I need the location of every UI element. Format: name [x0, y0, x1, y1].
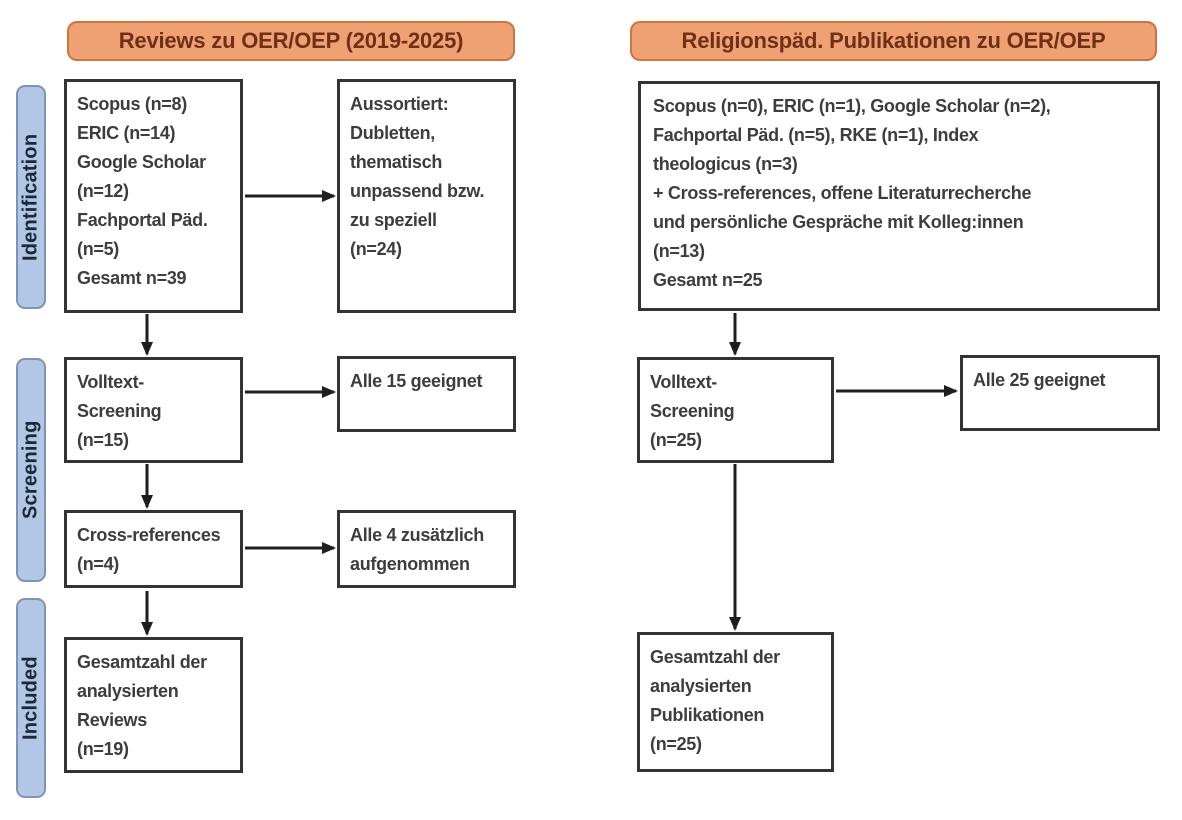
- column-header-reviews: Reviews zu OER/OEP (2019-2025): [67, 21, 515, 61]
- box-left-excluded: Aussortiert: Dubletten, thematisch unpas…: [337, 79, 516, 313]
- column-header-religionspaed: Religionspäd. Publikationen zu OER/OEP: [630, 21, 1157, 61]
- stage-pill-included: Included: [16, 598, 46, 798]
- box-left-crossreferences: Cross-references (n=4): [64, 510, 243, 588]
- box-right-fulltext-result: Alle 25 geeignet: [960, 355, 1160, 431]
- box-left-included-total: Gesamtzahl der analysierten Reviews (n=1…: [64, 637, 243, 773]
- box-right-included-total: Gesamtzahl der analysierten Publikatione…: [637, 632, 834, 772]
- box-right-sources: Scopus (n=0), ERIC (n=1), Google Scholar…: [638, 81, 1160, 311]
- box-right-fulltext-screening: Volltext- Screening (n=25): [637, 357, 834, 463]
- stage-pill-identification: Identification: [16, 85, 46, 309]
- stage-pill-screening: Screening: [16, 358, 46, 582]
- box-left-fulltext-screening: Volltext- Screening (n=15): [64, 357, 243, 463]
- box-left-crossref-result: Alle 4 zusätzlich aufgenommen: [337, 510, 516, 588]
- box-left-sources: Scopus (n=8) ERIC (n=14) Google Scholar …: [64, 79, 243, 313]
- box-left-fulltext-result: Alle 15 geeignet: [337, 356, 516, 432]
